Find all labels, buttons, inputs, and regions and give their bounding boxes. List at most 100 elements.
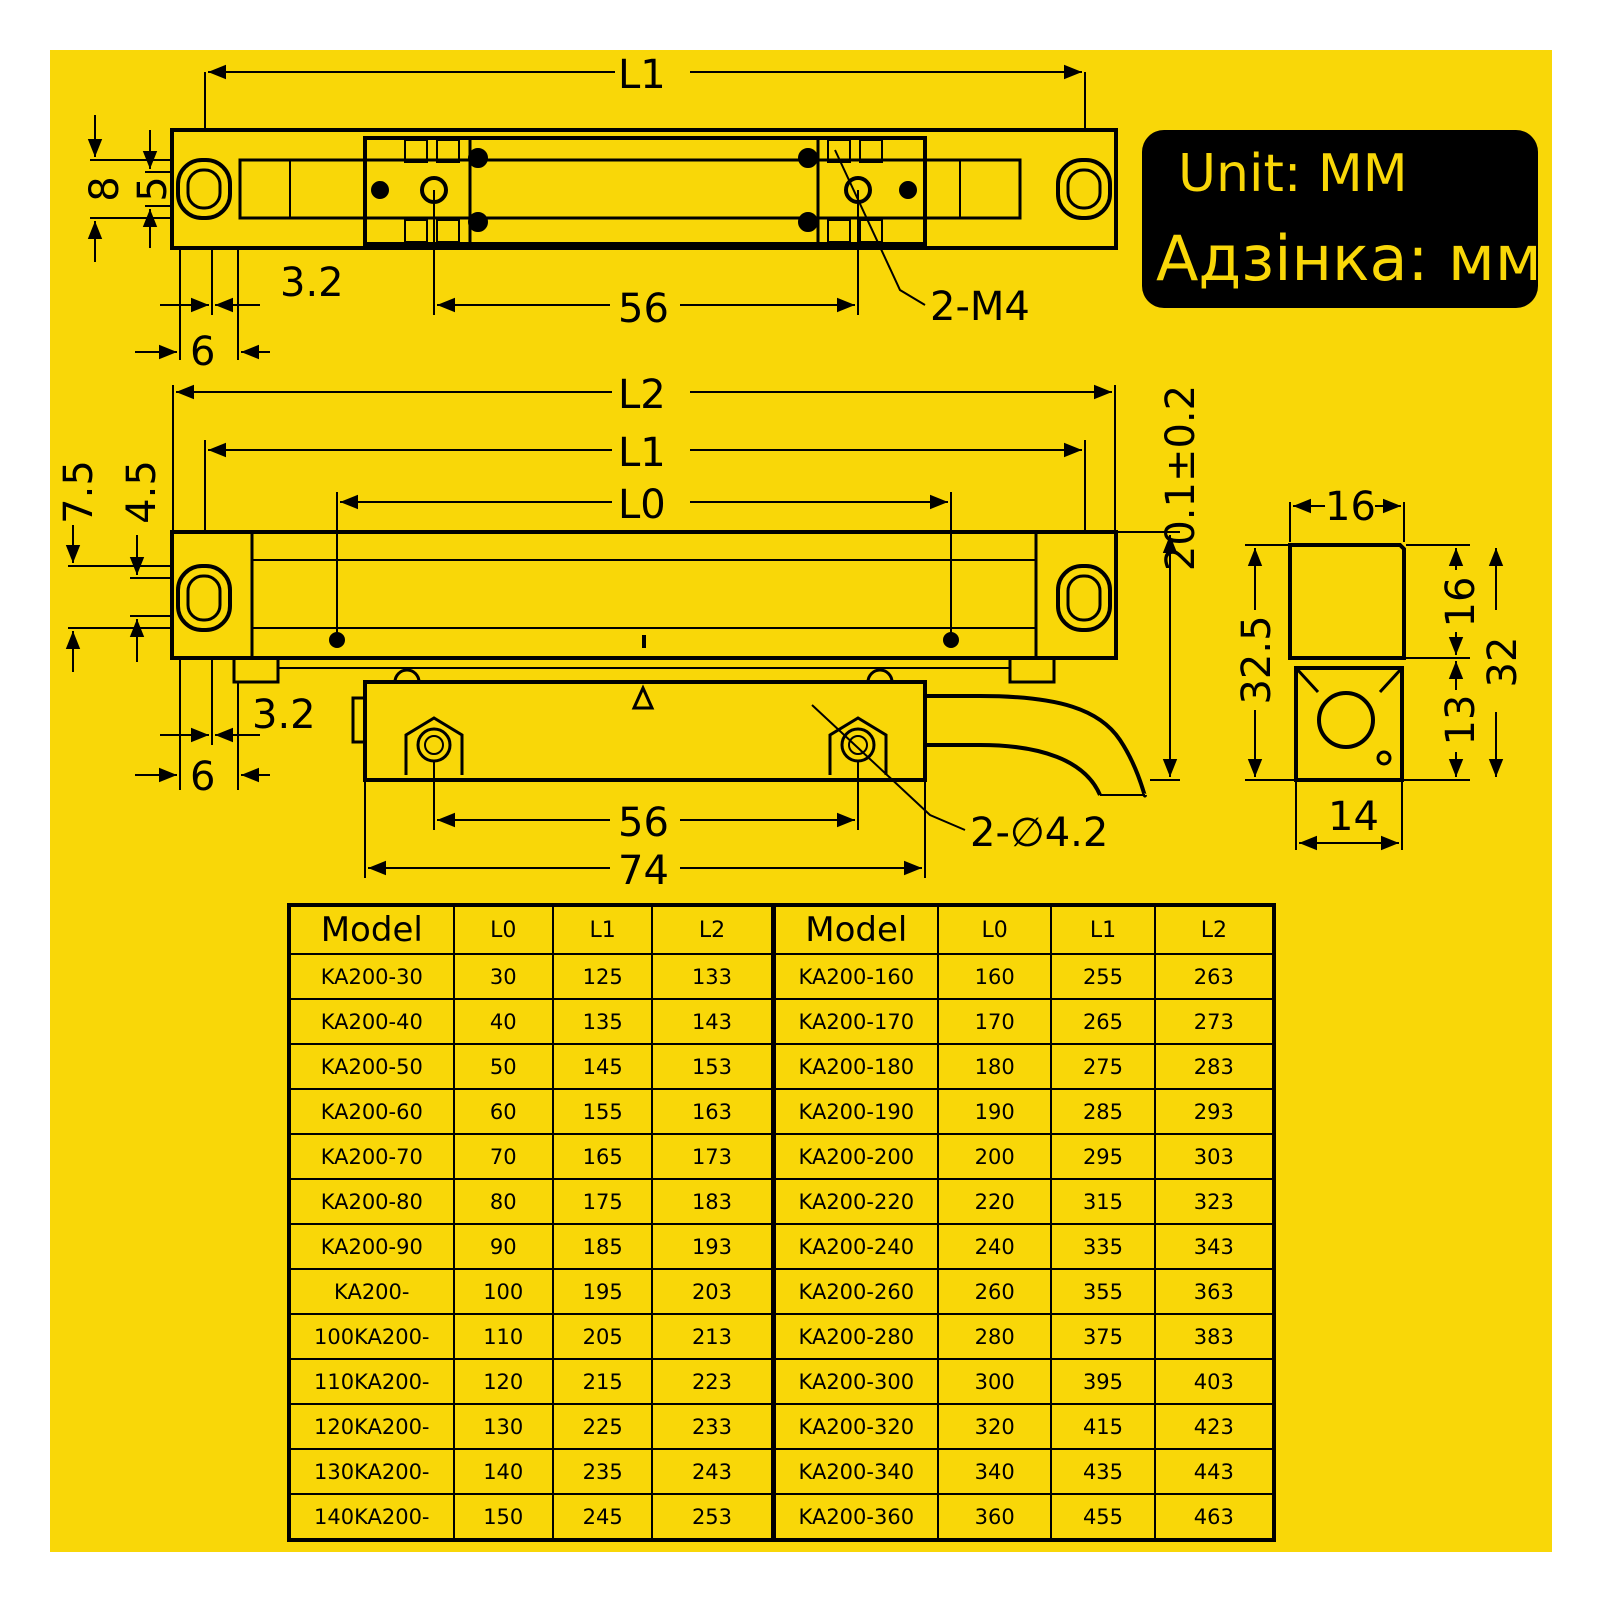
cell-l0: 30 (452, 953, 554, 1000)
cell-model: KA200-320 (770, 1403, 940, 1450)
dim-32-5-label: 32.5 (1234, 615, 1280, 704)
unit-badge: Unit: MM Адзінка: мм (1142, 130, 1542, 308)
cell-l1: 295 (1050, 1133, 1156, 1180)
cell-model: KA200-170 (770, 998, 940, 1045)
unit-label-be: Адзінка: мм (1156, 222, 1542, 295)
top-dim-3-2-label: 3.2 (280, 260, 344, 306)
cell-l2: 213 (651, 1313, 775, 1360)
dim-4-5-label: 4.5 (119, 460, 165, 524)
dim-14-label: 14 (1328, 794, 1379, 840)
cell-model: KA200-160 (770, 953, 940, 1000)
cell-l2: 363 (1153, 1268, 1276, 1315)
cell-l0: 110 (452, 1313, 554, 1360)
cell-l0: 300 (937, 1358, 1053, 1405)
cell-l0: 280 (937, 1313, 1053, 1360)
header-l2: L2 (651, 904, 775, 955)
cell-l0: 90 (452, 1223, 554, 1270)
cell-l1: 255 (1050, 953, 1156, 1000)
hole-2-d4-2-label: 2-∅4.2 (970, 810, 1108, 856)
cell-l1: 175 (551, 1178, 654, 1225)
cell-l1: 315 (1050, 1178, 1156, 1225)
cell-l1: 355 (1050, 1268, 1156, 1315)
front-dim-3-2-label: 3.2 (252, 692, 316, 738)
cell-l0: 100 (452, 1268, 554, 1315)
cell-l2: 383 (1153, 1313, 1276, 1360)
cell-l0: 220 (937, 1178, 1053, 1225)
thread-2-m4-label: 2-M4 (930, 284, 1030, 330)
cell-l1: 375 (1050, 1313, 1156, 1360)
header-model: Model (288, 904, 455, 955)
front-dim-74-label: 74 (618, 848, 669, 894)
cell-l1: 245 (551, 1493, 654, 1541)
cell-l0: 360 (937, 1493, 1053, 1541)
front-l0-label: L0 (618, 482, 666, 528)
cell-l0: 180 (937, 1043, 1053, 1090)
cell-l2: 133 (651, 953, 775, 1000)
cell-l2: 323 (1153, 1178, 1276, 1225)
cell-l0: 50 (452, 1043, 554, 1090)
cell-l1: 165 (551, 1133, 654, 1180)
cell-l1: 395 (1050, 1358, 1156, 1405)
table-header-row: Model L0 L1 L2 Model L0 L1 L2 (288, 904, 1276, 955)
cell-model: KA200-40 (288, 998, 455, 1045)
cell-l1: 285 (1050, 1088, 1156, 1135)
cell-l2: 253 (651, 1493, 775, 1541)
cell-l0: 40 (452, 998, 554, 1045)
cell-l0: 260 (937, 1268, 1053, 1315)
cell-model: KA200-50 (288, 1043, 455, 1090)
header-l0: L0 (937, 904, 1053, 955)
cell-model: KA200-220 (770, 1178, 940, 1225)
cell-model: KA200-90 (288, 1223, 455, 1270)
cell-l0: 200 (937, 1133, 1053, 1180)
cell-model: KA200-360 (770, 1493, 940, 1541)
cell-l2: 153 (651, 1043, 775, 1090)
cell-model: KA200-300 (770, 1358, 940, 1405)
cell-l0: 140 (452, 1448, 554, 1495)
header-l2: L2 (1153, 904, 1276, 955)
cell-model: KA200-200 (770, 1133, 940, 1180)
dim-5-label: 5 (130, 176, 176, 201)
cell-l1: 185 (551, 1223, 654, 1270)
height-20-1-label: 20.1±0.2 (1158, 385, 1204, 571)
cell-l2: 303 (1153, 1133, 1276, 1180)
cell-model: KA200-60 (288, 1088, 455, 1135)
cell-model: KA200-180 (770, 1043, 940, 1090)
cell-l2: 463 (1153, 1493, 1276, 1541)
cell-l2: 443 (1153, 1448, 1276, 1495)
cell-model: KA200-240 (770, 1223, 940, 1270)
header-model: Model (770, 904, 940, 955)
cell-l0: 160 (937, 953, 1053, 1000)
front-dim-56-label: 56 (618, 800, 669, 846)
cell-model: 130KA200- (288, 1448, 455, 1495)
front-l2-label: L2 (618, 372, 666, 418)
dim-7-5-label: 7.5 (56, 460, 102, 524)
cell-model: KA200-80 (288, 1178, 455, 1225)
cell-l1: 455 (1050, 1493, 1156, 1541)
cell-l1: 225 (551, 1403, 654, 1450)
cell-l2: 283 (1153, 1043, 1276, 1090)
top-view (87, 64, 1118, 360)
cell-l2: 163 (651, 1088, 775, 1135)
cell-l1: 195 (551, 1268, 654, 1315)
dim-32-label: 32 (1480, 637, 1526, 688)
cell-model: 100KA200- (288, 1313, 455, 1360)
cell-l1: 155 (551, 1088, 654, 1135)
cell-l0: 150 (452, 1493, 554, 1541)
cell-model: KA200-190 (770, 1088, 940, 1135)
cell-l1: 205 (551, 1313, 654, 1360)
front-dim-6-label: 6 (190, 754, 215, 800)
cell-l0: 320 (937, 1403, 1053, 1450)
cell-l2: 183 (651, 1178, 775, 1225)
cell-l0: 170 (937, 998, 1053, 1045)
cell-l0: 340 (937, 1448, 1053, 1495)
cell-l1: 135 (551, 998, 654, 1045)
cell-l2: 173 (651, 1133, 775, 1180)
